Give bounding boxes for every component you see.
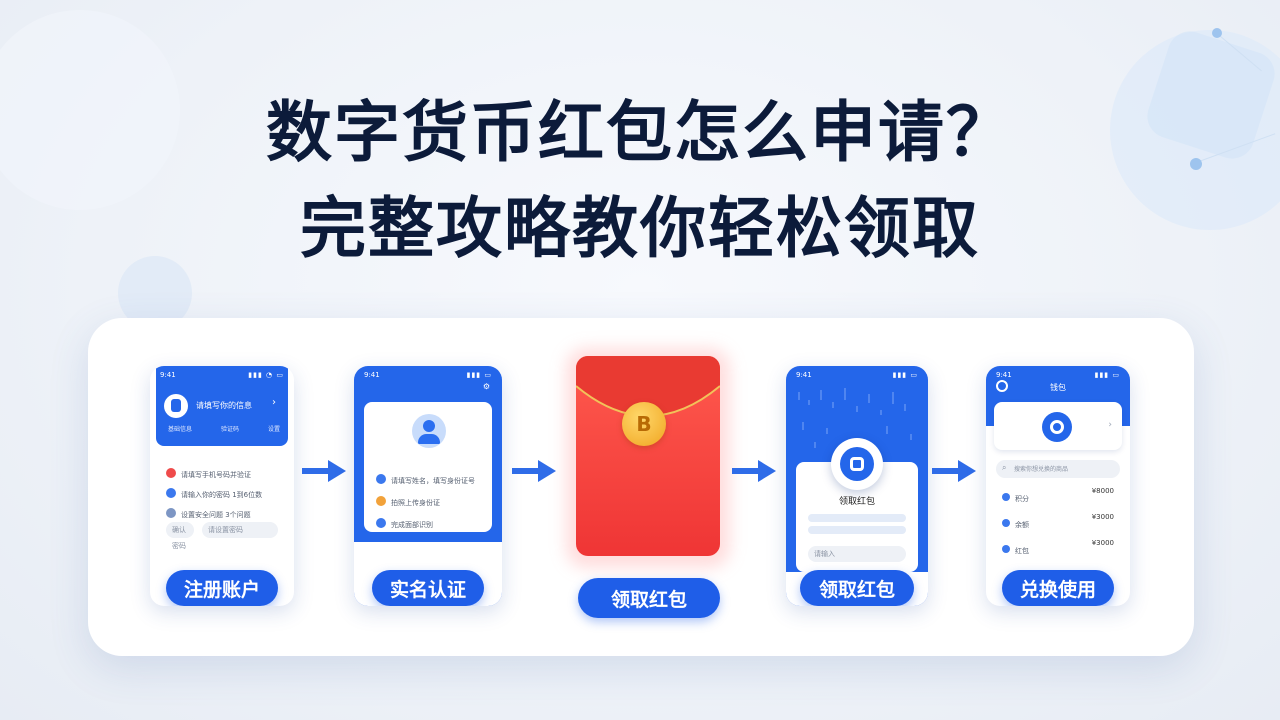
- list-item-value: ¥8000: [1091, 487, 1114, 495]
- orange-dot-icon: [376, 495, 386, 506]
- list-item-label: 完成面部识别: [391, 521, 433, 529]
- gray-dot-icon: [166, 507, 176, 518]
- status-bar: 9:41 ▮▮▮ ◔ ▭: [150, 366, 294, 384]
- header-title: 钱包: [1050, 383, 1066, 392]
- list-item-label: 请输入你的密码 1到6位数: [181, 491, 263, 499]
- chevron-right-icon: ›: [272, 397, 276, 408]
- arrow-right-icon: [302, 460, 346, 482]
- claim-button[interactable]: 领取红包: [800, 570, 914, 606]
- list-item-label: 请填写姓名，填写身份证号: [391, 477, 475, 485]
- header-tabs: 基础信息 验证码 设置: [168, 424, 280, 433]
- wallet-badge-icon: [831, 438, 883, 490]
- signal-icon: ▮▮▮ ◔ ▭: [248, 371, 284, 379]
- status-time: 9:41: [160, 371, 176, 379]
- points-icon: [1002, 492, 1010, 501]
- list-item[interactable]: 拍照上传身份证: [376, 490, 440, 509]
- status-bar: 9:41 ▮▮▮ ▭: [786, 366, 928, 384]
- envelope-icon: [1002, 544, 1010, 553]
- header-title: 请填写你的信息: [196, 401, 252, 410]
- user-avatar-icon: [412, 414, 446, 448]
- blue-dot-icon: [376, 517, 386, 528]
- list-item[interactable]: 余额 ¥3000: [1002, 512, 1114, 531]
- status-bar: 9:41 ▮▮▮ ▭: [354, 366, 502, 384]
- phone-verification: 9:41 ▮▮▮ ▭ ⚙ 请填写姓名，填写身份证号 拍照上传身份证 完成面部识别…: [354, 366, 502, 606]
- phone-register: 9:41 ▮▮▮ ◔ ▭ 请填写你的信息 › 基础信息 验证码 设置 请填写手机…: [150, 366, 294, 606]
- claim-envelope-button[interactable]: 领取红包: [578, 578, 720, 618]
- list-item[interactable]: 请输入你的密码 1到6位数: [166, 482, 262, 501]
- list-item-label: 设置安全问题 3个问题: [181, 511, 251, 519]
- search-bar[interactable]: ⌕ 搜索你想兑换的商品: [996, 460, 1120, 478]
- signal-icon: ▮▮▮ ▭: [892, 371, 918, 379]
- blue-dot-icon: [166, 487, 176, 498]
- verify-button[interactable]: 实名认证: [372, 570, 484, 606]
- list-item[interactable]: 请填写姓名，填写身份证号: [376, 468, 475, 487]
- status-bar: 9:41 ▮▮▮ ▭: [986, 366, 1130, 384]
- header-tab[interactable]: 设置: [267, 426, 280, 433]
- form-line: [808, 526, 906, 534]
- list-item[interactable]: 请填写手机号码并验证: [166, 462, 251, 481]
- redeem-button[interactable]: 兑换使用: [1002, 570, 1114, 606]
- form-line: [808, 514, 906, 522]
- search-placeholder: 搜索你想兑换的商品: [1014, 466, 1069, 473]
- list-item-value: ¥3000: [1091, 513, 1114, 521]
- list-item-label: 请填写手机号码并验证: [181, 471, 251, 479]
- red-envelope: [576, 356, 720, 556]
- header-tab[interactable]: 验证码: [220, 426, 239, 433]
- list-item-label: 积分: [1015, 495, 1029, 503]
- claim-card-title: 领取红包: [838, 497, 875, 507]
- signal-icon: ▮▮▮ ▭: [466, 371, 492, 379]
- background-glow: [118, 256, 192, 330]
- list-item[interactable]: 积分 ¥8000: [1002, 486, 1114, 505]
- claim-input[interactable]: 请输入: [808, 546, 906, 562]
- back-icon[interactable]: [996, 380, 1008, 392]
- balance-icon: [1002, 518, 1010, 527]
- gear-icon: ⚙: [482, 382, 490, 391]
- chevron-right-icon: ›: [1108, 420, 1112, 430]
- avatar-icon: [164, 394, 188, 418]
- blue-dot-icon: [376, 473, 386, 484]
- background-glow: [0, 10, 180, 210]
- phone-claim: 9:41 ▮▮▮ ▭ 领取红包 请输入 领取红包: [786, 366, 928, 606]
- register-button[interactable]: 注册账户: [166, 570, 278, 606]
- envelope-flap: [576, 356, 720, 417]
- status-time: 9:41: [996, 371, 1012, 379]
- status-time: 9:41: [364, 371, 380, 379]
- list-item[interactable]: 设置安全问题 3个问题: [166, 502, 251, 521]
- list-item-value: ¥3000: [1091, 539, 1114, 547]
- decorative-node: [1212, 28, 1222, 38]
- list-item-label: 余额: [1015, 521, 1029, 529]
- arrow-right-icon: [932, 460, 976, 482]
- search-icon: ⌕: [1002, 463, 1007, 472]
- status-time: 9:41: [796, 371, 812, 379]
- list-item[interactable]: 红包 ¥3000: [1002, 538, 1114, 557]
- signal-icon: ▮▮▮ ▭: [1094, 371, 1120, 379]
- list-item[interactable]: 完成面部识别: [376, 512, 433, 531]
- arrow-right-icon: [732, 460, 776, 482]
- list-item-label: 拍照上传身份证: [391, 499, 440, 507]
- list-item-label: 红包: [1015, 547, 1029, 555]
- arrow-right-icon: [512, 460, 556, 482]
- phone-redeem: 9:41 ▮▮▮ ▭ 钱包 › ⌕ 搜索你想兑换的商品 积分 ¥8000 余额 …: [986, 366, 1130, 606]
- decorative-node: [1190, 158, 1202, 170]
- header-tab[interactable]: 基础信息: [168, 426, 193, 433]
- coin-icon: B: [622, 402, 666, 446]
- wallet-logo-icon: [1042, 412, 1072, 442]
- password-set-chip[interactable]: 请设置密码: [202, 522, 278, 538]
- coin-letter: B: [636, 412, 652, 436]
- red-dot-icon: [166, 467, 176, 478]
- password-confirm-chip[interactable]: 确认密码: [166, 522, 194, 550]
- headline-line-1: 数字货币红包怎么申请？: [266, 94, 1014, 171]
- data-pattern: [798, 388, 912, 448]
- headline-line-2: 完整攻略教你轻松领取: [300, 190, 980, 267]
